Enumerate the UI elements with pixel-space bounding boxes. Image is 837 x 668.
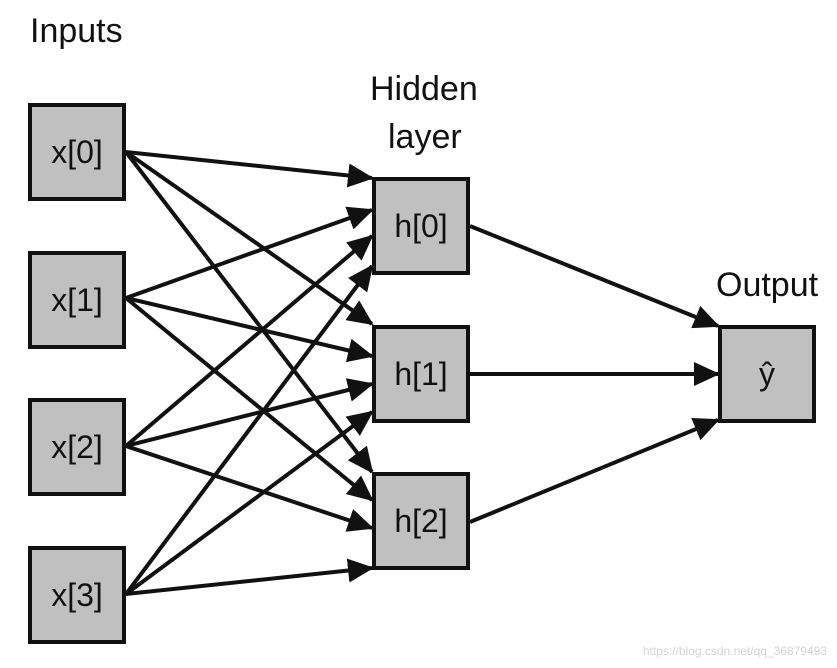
input-node-label: x[0] — [51, 133, 103, 170]
output-node: ŷ — [718, 325, 816, 423]
hidden-node-2: h[2] — [372, 472, 470, 570]
hidden-node-0: h[0] — [372, 177, 470, 275]
input-node-label: x[1] — [51, 281, 103, 318]
hidden-node-label: h[0] — [394, 207, 448, 244]
edge-x3-h1 — [124, 410, 374, 596]
hidden-layer-label-line2: layer — [388, 118, 462, 156]
input-node-label: x[2] — [51, 428, 103, 465]
output-label: Output — [716, 266, 819, 304]
edge-x2-h1 — [125, 378, 374, 448]
edge-x3-h2 — [125, 558, 374, 596]
edge-x0-h2 — [124, 150, 374, 474]
input-node-0: x[0] — [28, 103, 126, 201]
hidden-node-label: h[1] — [394, 355, 448, 392]
edge-x0-h0 — [125, 150, 374, 188]
hidden-layer-label-line1: Hidden — [370, 70, 478, 108]
input-node-label: x[3] — [51, 576, 103, 613]
edge-x2-h0 — [124, 234, 374, 448]
input-node-1: x[1] — [28, 251, 126, 349]
hidden-node-1: h[1] — [372, 325, 470, 423]
edge-x3-h0 — [124, 264, 374, 596]
hidden-node-label: h[2] — [394, 502, 448, 539]
edge-x0-h1 — [124, 150, 374, 326]
edge-x1-h0 — [125, 206, 374, 300]
output-node-label: ŷ — [759, 355, 775, 392]
edge-x2-h2 — [125, 444, 374, 532]
edge-h0-y — [469, 224, 720, 329]
edge-x1-h1 — [125, 296, 374, 363]
edge-h2-y — [469, 418, 720, 524]
watermark-text: https://blog.csdn.net/qq_36879493 — [642, 644, 827, 658]
input-node-2: x[2] — [28, 398, 126, 496]
inputs-label: Inputs — [30, 12, 123, 50]
edge-x1-h2 — [124, 296, 374, 502]
input-node-3: x[3] — [28, 546, 126, 644]
